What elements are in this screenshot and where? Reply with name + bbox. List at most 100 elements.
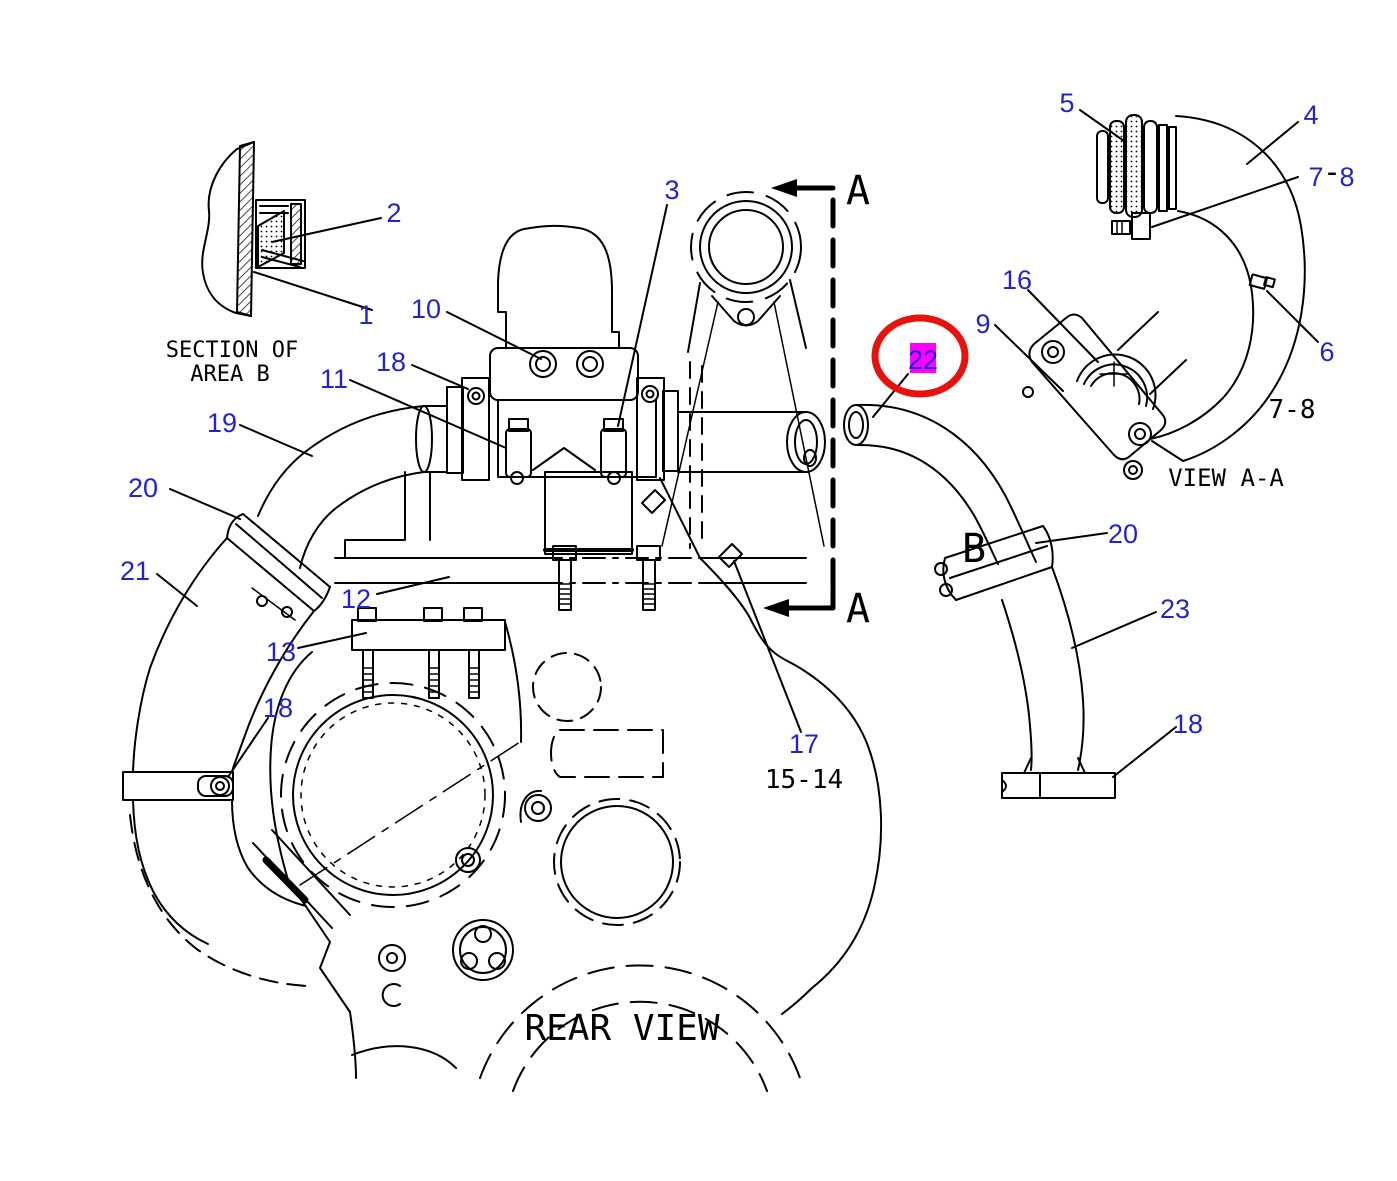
- clamp-20-left: [226, 513, 331, 612]
- callout-13-12: 13: [266, 637, 296, 667]
- leader-line-12-11: [376, 576, 450, 595]
- hose-4-outer: [1175, 115, 1306, 462]
- crank-arc-outer: [479, 964, 801, 1079]
- callout-8-7: 8: [1339, 162, 1354, 192]
- annotation-area-b: AREA B: [190, 362, 269, 387]
- callout-2-1: 2: [386, 198, 401, 228]
- callout-23-22: 23: [1160, 594, 1190, 624]
- leader-line-4-3: [1246, 121, 1299, 165]
- highlight-layer: [871, 314, 969, 398]
- callout-5-4: 5: [1059, 88, 1074, 118]
- callout-9-8: 9: [975, 309, 990, 339]
- callout-6-5: 6: [1319, 337, 1334, 367]
- hatched-bar: [290, 203, 302, 265]
- dowel-peg-1: [641, 489, 666, 514]
- mount-bracket: [489, 347, 639, 401]
- leader-line-18-15: [411, 364, 469, 390]
- leader-line-1-0: [253, 271, 373, 311]
- inlet-hose-assembly: [1022, 114, 1306, 480]
- leader-line-5-4: [1079, 109, 1125, 142]
- clamp-20-right: [944, 525, 1053, 601]
- callout-16-13: 16: [1002, 265, 1032, 295]
- hatched-wall: [236, 141, 255, 317]
- callout-18-23: 18: [1173, 709, 1203, 739]
- annotation-7-8: 7-8: [1269, 395, 1316, 425]
- leader-lines: [156, 109, 1319, 778]
- leader-line-6-5: [1266, 290, 1319, 343]
- left-elbow-pipe-assembly: [122, 405, 425, 987]
- turbo-mount-assembly: [415, 224, 826, 481]
- callout-11-10: 11: [320, 364, 348, 394]
- callout-21-18: 21: [120, 556, 150, 586]
- hose-clamp-7-8: [1131, 212, 1151, 240]
- callout-22-20: 22: [908, 345, 938, 375]
- leader-line-23-22: [1071, 611, 1157, 649]
- right-contour: [699, 557, 801, 669]
- annotation-rear-view: REAR VIEW: [524, 1008, 719, 1049]
- support-bracket-assembly: [334, 471, 807, 699]
- callout-12-11: 12: [341, 584, 371, 614]
- highlight-ring: [871, 314, 969, 398]
- section-arrow-bottom: [763, 599, 789, 617]
- annotation-a: A: [846, 168, 870, 214]
- callout-19-16: 19: [207, 408, 237, 438]
- leader-line-3-2: [617, 204, 668, 427]
- leader-line-2-1: [271, 217, 382, 243]
- callout-1-0: 1: [358, 300, 373, 330]
- flange-plate-16: [1028, 313, 1167, 461]
- right-opening: [553, 798, 681, 926]
- leader-line-20-21: [1035, 532, 1108, 544]
- leader-line-22-20: [872, 373, 909, 418]
- annotation-b: B: [962, 526, 986, 572]
- flange-18-right: [1001, 772, 1116, 799]
- callout-4-3: 4: [1303, 100, 1318, 130]
- leader-line-18-23: [1112, 726, 1177, 778]
- bolt-plate-13: [351, 619, 506, 651]
- callout-18-15: 18: [376, 347, 406, 377]
- callout-7-6: 7: [1308, 162, 1323, 192]
- left-contour: [269, 651, 357, 1079]
- inlet-bore-boss: [661, 191, 825, 549]
- drain-bolt-6: [1248, 273, 1269, 290]
- callout-10-9: 10: [411, 294, 441, 324]
- section-line-a-a: [763, 179, 836, 617]
- leader-line-19-16: [239, 424, 313, 457]
- annotation-section-of: SECTION OF: [166, 338, 298, 363]
- callout-17-14: 17: [789, 729, 819, 759]
- dome-housing: [497, 224, 620, 349]
- annotation-15-14: 15-14: [765, 765, 843, 795]
- horizontal-pipe: [677, 411, 804, 473]
- callout-20-17: 20: [128, 473, 158, 503]
- engine-block: [252, 477, 883, 1092]
- section-arrow-top: [771, 179, 797, 197]
- bracket-plate: [544, 471, 633, 555]
- wavy-sheet-edge: [201, 148, 238, 314]
- pipe-23: [1051, 566, 1085, 771]
- crank-arc-inner: [512, 1000, 768, 1092]
- hump-hose-rib: [1125, 114, 1143, 218]
- leader-line-10-9: [446, 311, 542, 360]
- stippled-cone: [257, 210, 285, 268]
- leader-line-18-19: [227, 717, 269, 778]
- annotation-view-a-a: VIEW A-A: [1168, 464, 1284, 492]
- callout-3-2: 3: [664, 175, 679, 205]
- leader-line-17-14: [733, 560, 802, 733]
- annotation-: -: [1323, 155, 1341, 190]
- three-hole-boss: [452, 919, 514, 981]
- leader-line-16-13: [1027, 289, 1099, 363]
- pipe-22: [855, 403, 1037, 563]
- callout-20-21: 20: [1108, 519, 1138, 549]
- leader-line-20-17: [169, 488, 241, 520]
- leader-line-11-10: [349, 379, 507, 449]
- leader-line-21-18: [156, 573, 198, 607]
- highlight-box: [910, 343, 936, 373]
- leader-line-9-8: [994, 324, 1064, 392]
- leader-line-13-12: [297, 632, 367, 649]
- dowel-peg-2: [718, 543, 743, 568]
- leader-line-7-6: [1151, 176, 1299, 228]
- annotation-a: A: [846, 586, 870, 632]
